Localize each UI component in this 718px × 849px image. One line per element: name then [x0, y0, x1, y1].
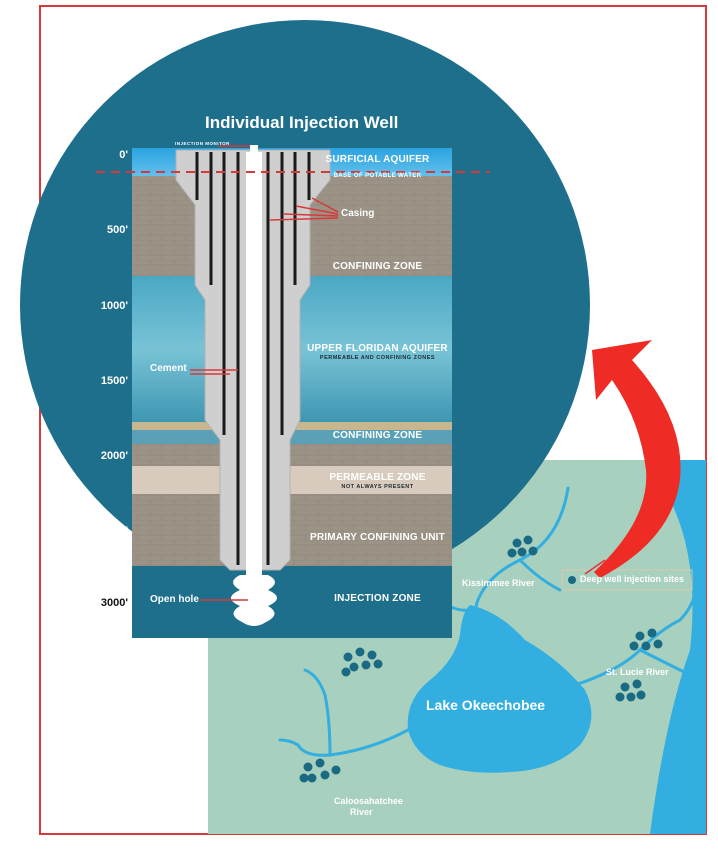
- injection-site-dots: [299, 535, 663, 783]
- legend-dot: [568, 576, 576, 584]
- zone-upper-floridan-sub: PERMEABLE AND CONFINING ZONES: [319, 355, 436, 361]
- cement-label: Cement: [150, 363, 187, 374]
- depth-1000: 1000': [100, 300, 128, 312]
- casing-label: Casing: [341, 208, 375, 219]
- depth-3000: 3000': [100, 597, 128, 609]
- zone-permeable-label: PERMEABLE ZONE: [329, 472, 426, 483]
- zone-upper-floridan: UPPER FLORIDAN AQUIFER PERMEABLE AND CON…: [300, 343, 455, 361]
- well-structure: [175, 145, 331, 626]
- depth-2500: 2500': [100, 525, 128, 537]
- lake-okeechobee: [407, 605, 592, 773]
- zone-surficial-label: SURFICIAL AQUIFER: [325, 154, 430, 165]
- zone-primary-confining: PRIMARY CONFINING UNIT: [310, 532, 445, 543]
- caloosahatchee-label-2: River: [350, 807, 373, 817]
- pointer-arrow: [592, 340, 681, 578]
- zone-permeable: PERMEABLE ZONE NOT ALWAYS PRESENT: [300, 472, 455, 490]
- zone-surficial-aquifer: SURFICIAL AQUIFER: [300, 154, 455, 165]
- depth-500: 500': [107, 224, 128, 236]
- depth-0: 0': [119, 149, 128, 161]
- zone-confining-2: CONFINING ZONE: [332, 430, 423, 441]
- depth-2000: 2000': [100, 450, 128, 462]
- diagram-title: Individual Injection Well: [205, 113, 399, 132]
- legend-label: Deep well injection sites: [580, 574, 685, 584]
- depth-1500: 1500': [100, 375, 128, 387]
- zone-confining-1: CONFINING ZONE: [332, 261, 423, 272]
- zone-permeable-sub: NOT ALWAYS PRESENT: [341, 484, 414, 490]
- caloosahatchee-label-1: Caloosahatchee: [334, 796, 404, 806]
- kissimmee-label: Kissimmee River: [462, 578, 535, 588]
- injection-monitor-label: INJECTION MONITOR: [175, 141, 230, 146]
- zone-upper-floridan-label: UPPER FLORIDAN AQUIFER: [307, 343, 448, 354]
- arrow-connector: [584, 559, 606, 575]
- zone-base-potable: BASE OF POTABLE WATER: [333, 173, 422, 179]
- open-hole-label: Open hole: [150, 594, 199, 605]
- lake-label: Lake Okeechobee: [426, 697, 546, 713]
- ocean: [650, 460, 706, 834]
- zone-injection: INJECTION ZONE: [334, 593, 421, 604]
- callout-leaders: [190, 145, 339, 601]
- st-lucie-label: St. Lucie River: [606, 667, 669, 677]
- legend-box: [561, 569, 693, 591]
